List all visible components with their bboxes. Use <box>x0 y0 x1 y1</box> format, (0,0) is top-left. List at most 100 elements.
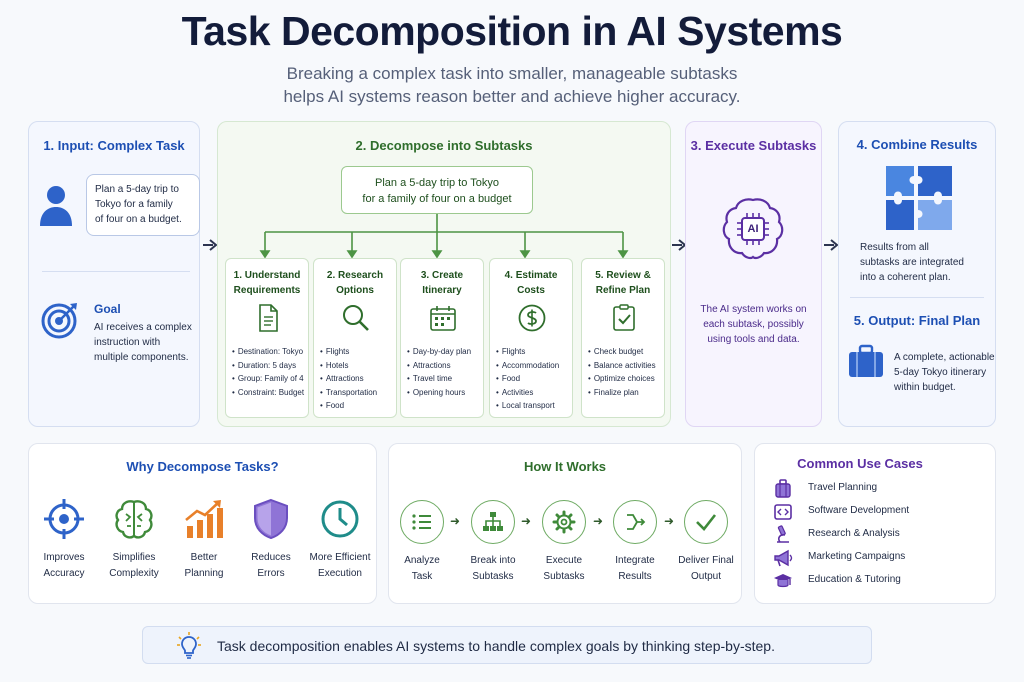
subtitle-line: helps AI systems reason better and achie… <box>283 87 741 106</box>
step-label: Analyze Task <box>382 553 462 585</box>
step-label-line: Break into <box>470 555 516 566</box>
list-item: Local transport <box>496 399 559 413</box>
list-item: Travel time <box>407 372 471 386</box>
user-icon <box>40 186 72 226</box>
subtitle-line: Breaking a complex task into smaller, ma… <box>286 64 738 83</box>
flow-arrow <box>203 239 218 251</box>
ai-brain-chip-icon <box>722 198 784 260</box>
step-label-line: Output <box>690 571 722 582</box>
divider <box>850 297 984 298</box>
benefit-efficiency: More Efficient Execution <box>302 498 378 582</box>
output-line: 5-day Tokyo itinerary <box>894 367 987 378</box>
subtask-items: Check budget Balance activities Optimize… <box>588 345 656 399</box>
execute-line: each subtask, possibly <box>703 319 804 330</box>
search-icon <box>343 305 369 331</box>
output-line: within budget. <box>894 382 956 393</box>
step-arrow: ➜ <box>450 514 461 528</box>
hierarchy-icon <box>483 512 503 531</box>
list-item: Group: Family of 4 <box>232 372 304 386</box>
usecase-label: Research & Analysis <box>808 528 900 539</box>
step-label: Execute Subtasks <box>524 553 604 585</box>
subtask-title-line: 4. Estimate <box>504 270 558 281</box>
combine-line: subtasks are integrated <box>860 257 964 268</box>
gear-icon <box>552 510 576 534</box>
shield-icon <box>254 498 288 540</box>
step-deliver: Deliver Final Output <box>666 500 746 585</box>
goal-line: multiple components. <box>94 352 189 363</box>
benefit-label-line: Accuracy <box>43 568 85 579</box>
step-circle <box>613 500 657 544</box>
benefit-accuracy: Improves Accuracy <box>29 498 99 582</box>
step-label-line: Results <box>618 571 652 582</box>
task-speech-bubble: Plan a 5-day trip to Tokyo for a family … <box>86 174 200 236</box>
merge-arrows-icon <box>627 514 646 530</box>
output-description: A complete, actionable 5-day Tokyo itine… <box>894 350 995 395</box>
benefit-label-line: Planning <box>184 568 224 579</box>
main-task-box: Plan a 5-day trip to Tokyo for a family … <box>341 166 533 214</box>
execute-description: The AI system works on each subtask, pos… <box>685 302 822 347</box>
bubble-line: of four on a budget. <box>95 214 182 225</box>
divider <box>42 271 190 272</box>
benefit-errors: Reduces Errors <box>236 498 306 582</box>
lightbulb-icon <box>177 632 201 659</box>
target-icon <box>41 303 77 339</box>
list-item: Flights <box>496 345 559 359</box>
puzzle-icon <box>886 166 952 230</box>
subtask-title-line: 5. Review & <box>595 270 651 281</box>
subtask-title: 2. Research Options <box>314 268 396 298</box>
brain-icon <box>115 500 153 539</box>
benefit-label: More Efficient Execution <box>302 550 378 582</box>
dollar-icon <box>518 304 546 332</box>
decompose-panel-title: 2. Decompose into Subtasks <box>355 138 533 153</box>
step-label: Deliver Final Output <box>666 553 746 585</box>
subtask-title-line: Requirements <box>233 285 301 296</box>
how-panel-title: How It Works <box>523 459 607 474</box>
subtask-card-understand: 1. Understand Requirements Destination: … <box>225 258 309 418</box>
step-label-line: Subtasks <box>472 571 514 582</box>
step-circle <box>471 500 515 544</box>
step-label-line: Subtasks <box>543 571 585 582</box>
usecase-label: Education & Tutoring <box>808 574 901 585</box>
list-icon <box>412 514 431 530</box>
checklist-icon <box>613 304 635 331</box>
calendar-icon <box>430 306 456 331</box>
list-item: Attractions <box>320 372 377 386</box>
list-item: Attractions <box>407 359 471 373</box>
checkmark-icon <box>696 514 717 531</box>
step-arrow: ➜ <box>521 514 532 528</box>
step-analyze: Analyze Task <box>382 500 462 585</box>
step-label: Break into Subtasks <box>453 553 533 585</box>
list-item: Opening hours <box>407 386 471 400</box>
footer-tip: Task decomposition enables AI systems to… <box>142 626 872 664</box>
why-panel-title: Why Decompose Tasks? <box>126 459 279 474</box>
benefit-label-line: Execution <box>318 568 362 579</box>
usecases-panel-title: Common Use Cases <box>797 456 923 471</box>
list-item: Optimize choices <box>588 372 656 386</box>
subtask-connector-lines <box>259 214 629 259</box>
benefit-label: Simplifies Complexity <box>99 550 169 582</box>
combine-panel-title: 4. Combine Results <box>856 137 978 152</box>
list-item: Flights <box>320 345 377 359</box>
code-icon <box>774 504 792 520</box>
list-item: Balance activities <box>588 359 656 373</box>
benefit-label-line: Complexity <box>109 568 159 579</box>
list-item: Destination: Tokyo <box>232 345 304 359</box>
subtask-card-review: 5. Review & Refine Plan Check budget Bal… <box>581 258 665 418</box>
goal-line: AI receives a complex <box>94 322 192 333</box>
usecase-item: Research & Analysis <box>773 525 983 545</box>
benefit-label-line: Better <box>190 552 218 563</box>
subtask-title-line: 3. Create <box>420 270 464 281</box>
subtask-items: Flights Accommodation Food Activities Lo… <box>496 345 559 413</box>
benefit-complexity: Simplifies Complexity <box>99 498 169 582</box>
step-label: Integrate Results <box>595 553 675 585</box>
output-line: A complete, actionable <box>894 352 995 363</box>
step-circle <box>400 500 444 544</box>
usecase-label: Marketing Campaigns <box>808 551 906 562</box>
subtask-title: 5. Review & Refine Plan <box>582 268 664 298</box>
subtask-title: 3. Create Itinerary <box>401 268 483 298</box>
task-line: for a family of four on a budget <box>362 193 512 205</box>
ai-chip-label: AI <box>747 223 759 235</box>
list-item: Constraint: Budget <box>232 386 304 400</box>
goal-description: AI receives a complex instruction with m… <box>94 320 192 365</box>
clock-icon <box>321 500 359 538</box>
